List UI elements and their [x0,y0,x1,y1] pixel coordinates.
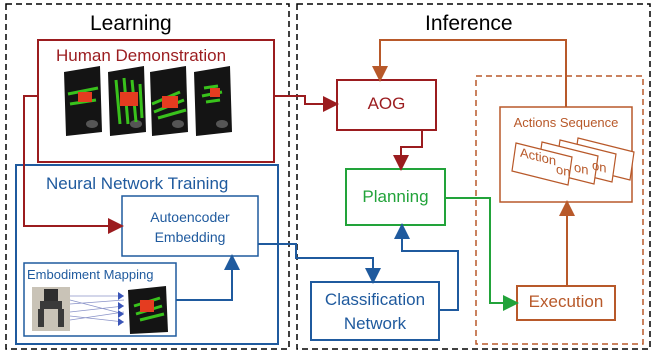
action-cards-stack [511,137,635,186]
autoencoder-embedding-box [121,195,259,257]
arrow-embodiment-to-autoencoder [176,254,240,301]
arrow-classification-to-planning [394,223,459,311]
arrow-demo-to-aog [274,95,339,112]
neural-network-training-box [15,164,279,345]
arrow-planning-to-execution [445,197,519,311]
action-card-1 [511,142,573,186]
actions-sequence-label: Actions Sequence [513,115,619,130]
planning-label: Planning [362,187,429,206]
robot-gripper-image [32,286,168,334]
human-demonstration-label: Human Demonstration [56,46,227,65]
inference-section-frame [296,3,651,350]
arrow-aog-to-planning [393,130,423,171]
execution-region-frame [475,75,644,345]
execution-box [516,285,616,321]
classification-label-line2: Network [343,314,407,333]
classification-network-box [310,281,440,341]
embodiment-mapping-label: Embodiment Mapping [27,267,154,282]
learning-section-title: Learning [90,12,172,35]
inference-section-title: Inference [425,12,513,35]
glove-force-image [64,66,232,136]
classification-label-line1: Classification [324,290,426,309]
aog-label: AOG [367,94,406,113]
arrow-actions-to-aog [372,39,567,107]
execution-label: Execution [528,292,604,311]
arrow-demo-to-autoencoder [23,95,124,234]
arrow-autoencoder-to-classification [258,243,381,284]
learning-section-frame [5,3,290,350]
nn-training-label: Neural Network Training [46,174,229,193]
autoencoder-label-line2: Embedding [154,229,226,245]
autoencoder-label-line1: Autoencoder [150,209,230,225]
